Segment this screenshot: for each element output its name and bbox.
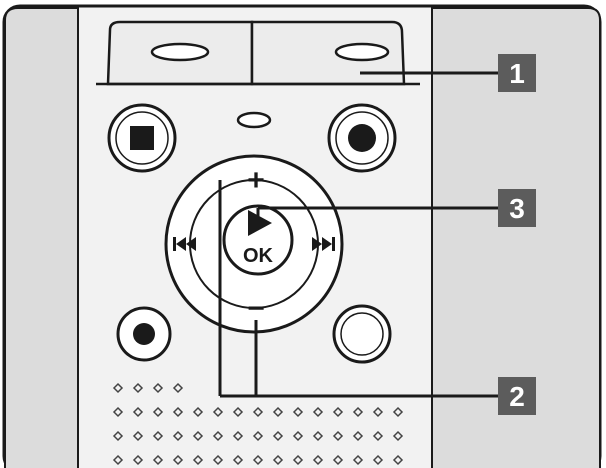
record-button[interactable]: [327, 103, 397, 173]
play-ok-button[interactable]: [222, 204, 294, 276]
record-icon: [348, 124, 376, 152]
stop-icon: [130, 126, 154, 150]
speaker-dot: [232, 406, 244, 418]
speaker-dot: [152, 382, 164, 394]
svg-text:1: 1: [509, 58, 525, 89]
play-icon: [248, 210, 272, 236]
speaker-dot: [212, 430, 224, 442]
speaker-dot: [352, 430, 364, 442]
speaker-dot: [252, 454, 264, 466]
speaker-dot: [192, 454, 204, 466]
callout-lines: [218, 71, 498, 398]
speaker-dot: [152, 406, 164, 418]
plus-label: +: [247, 164, 265, 197]
svg-text:3: 3: [509, 193, 525, 224]
speaker-dot: [272, 454, 284, 466]
small-record-icon: [133, 323, 155, 345]
minus-label: −: [247, 292, 265, 325]
speaker-dot: [172, 454, 184, 466]
indicator-light: [236, 111, 272, 129]
speaker-dot: [252, 430, 264, 442]
speaker-dot: [332, 430, 344, 442]
speaker-dot: [272, 406, 284, 418]
speaker-dot: [332, 454, 344, 466]
speaker-dot: [232, 430, 244, 442]
speaker-dot: [332, 406, 344, 418]
speaker-dot: [392, 406, 404, 418]
speaker-dot: [212, 454, 224, 466]
blank-button[interactable]: [332, 304, 392, 364]
speaker-dot: [392, 430, 404, 442]
speaker-dot: [292, 454, 304, 466]
speaker-dot: [132, 430, 144, 442]
speaker-dot: [312, 406, 324, 418]
speaker-dot: [112, 454, 124, 466]
speaker-dot: [132, 406, 144, 418]
speaker-dot: [212, 406, 224, 418]
speaker-dot: [172, 430, 184, 442]
speaker-dot: [152, 430, 164, 442]
speaker-dot: [112, 406, 124, 418]
speaker-dot: [252, 406, 264, 418]
top-right-slot: [334, 42, 390, 62]
speaker-dot: [352, 454, 364, 466]
speaker-dot: [292, 430, 304, 442]
callout-1: 1: [498, 54, 536, 92]
speaker-dot: [372, 430, 384, 442]
speaker-dot: [372, 454, 384, 466]
svg-text:2: 2: [509, 381, 525, 412]
speaker-dot: [232, 454, 244, 466]
speaker-dot: [192, 430, 204, 442]
small-record-button[interactable]: [116, 306, 172, 362]
speaker-dot: [192, 406, 204, 418]
speaker-dot: [312, 430, 324, 442]
speaker-dot: [112, 430, 124, 442]
speaker-dot: [392, 454, 404, 466]
speaker-dot: [272, 430, 284, 442]
ok-label: OK: [243, 245, 274, 267]
stop-button[interactable]: [107, 103, 177, 173]
callout-3: 3: [498, 189, 536, 227]
speaker-dot: [292, 406, 304, 418]
speaker-dot: [152, 454, 164, 466]
speaker-dot: [112, 382, 124, 394]
speaker-dot: [312, 454, 324, 466]
speaker-dot: [352, 406, 364, 418]
left-side-panel: [4, 7, 79, 468]
speaker-dot: [172, 406, 184, 418]
top-right-button[interactable]: [250, 20, 406, 86]
speaker-dot: [132, 382, 144, 394]
rewind-icon[interactable]: [173, 237, 196, 251]
fast-forward-icon[interactable]: [312, 237, 335, 251]
speaker-dot: [132, 454, 144, 466]
speaker-dot: [372, 406, 384, 418]
speaker-dot: [172, 382, 184, 394]
callout-2: 2: [498, 377, 536, 415]
right-side-panel: [431, 7, 601, 468]
top-left-slot: [150, 42, 210, 62]
speaker-grille: [112, 382, 404, 466]
